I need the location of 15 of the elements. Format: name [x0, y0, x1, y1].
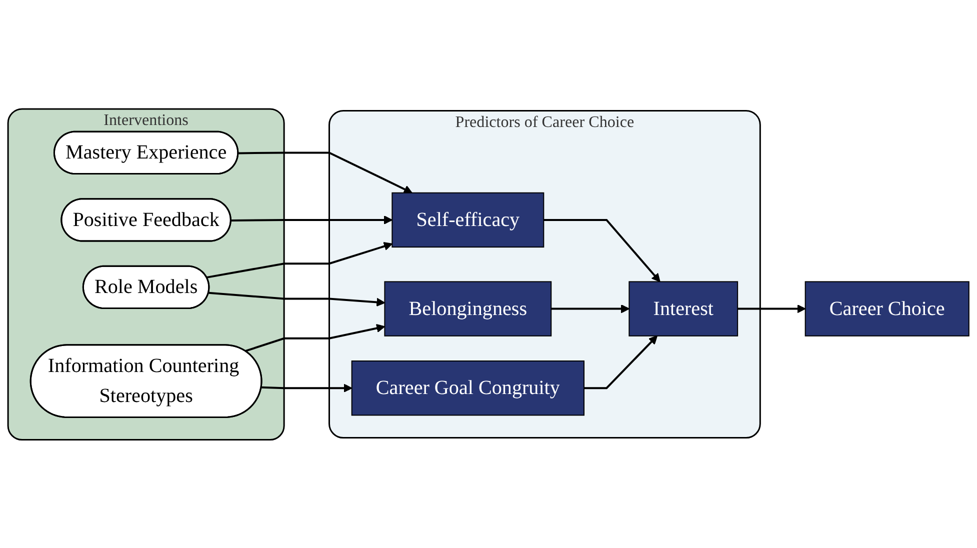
arrow	[244, 324, 386, 352]
node-box: Career Goal Congruity	[351, 360, 585, 416]
arrow	[206, 242, 393, 278]
node-box: Belongingness	[384, 280, 552, 336]
arrow	[584, 335, 658, 389]
arrow	[208, 292, 386, 306]
node-box: Interest	[628, 280, 738, 336]
arrow	[238, 151, 412, 193]
arrow	[231, 215, 393, 224]
arrow	[262, 383, 352, 392]
node-box: Career Choice	[804, 280, 970, 336]
node-box: Self-efficacy	[392, 192, 544, 248]
arrow	[551, 304, 630, 313]
arrow	[738, 304, 806, 313]
arrow	[544, 218, 660, 282]
